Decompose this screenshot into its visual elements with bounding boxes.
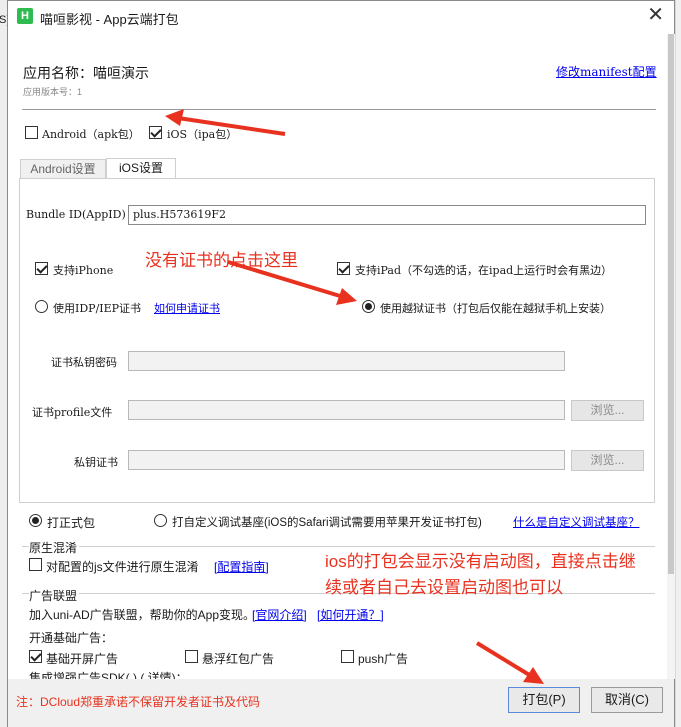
- footer-notice: 注：DCloud郑重承诺不保留开发者证书及代码: [16, 695, 261, 709]
- app-name: 应用名称：喵咺演示: [23, 65, 149, 81]
- bundle-id-label: Bundle ID(AppID): [26, 208, 126, 221]
- browse-private-cert-button[interactable]: 浏览...: [571, 450, 644, 471]
- support-ipad-checkbox[interactable]: [337, 262, 350, 275]
- arrow-to-pack-button: [475, 641, 544, 684]
- browse-profile-button[interactable]: 浏览...: [571, 400, 644, 421]
- ads-how-link[interactable]: [如何开通？]: [317, 608, 384, 622]
- splash-ad-label: 基础开屏广告: [46, 652, 119, 666]
- arrow-to-ios-checkbox: [165, 109, 286, 136]
- arrow-to-jailbreak-radio: [227, 260, 357, 305]
- ads-official-link[interactable]: [官网介绍]: [252, 608, 307, 622]
- annotation-ios-note-2: 续或者自己去设置启动图也可以: [325, 578, 563, 597]
- floating-ad-label: 悬浮红包广告: [202, 652, 275, 666]
- use-idp-radio[interactable]: [35, 300, 48, 313]
- tab-ios-settings[interactable]: iOS设置: [106, 158, 176, 179]
- app-version: 应用版本号：1: [23, 87, 83, 97]
- custom-debug-label: 打自定义调试基座(iOS的Safari调试需要用苹果开发证书打包): [172, 517, 482, 529]
- custom-debug-radio[interactable]: [154, 514, 167, 527]
- android-label: Android（apk包）: [42, 128, 140, 141]
- private-cert-label: 私钥证书: [74, 456, 118, 469]
- obfuscation-title: 原生混淆: [29, 539, 80, 556]
- annotation-ios-note-1: ios的打包会显示没有启动图，直接点击继: [325, 552, 636, 571]
- private-cert-input[interactable]: [128, 450, 565, 470]
- cert-profile-input[interactable]: [128, 400, 565, 420]
- use-idp-label: 使用IDP/IEP证书: [53, 302, 142, 315]
- obfuscation-group: [22, 546, 655, 578]
- ads-title: 广告联盟: [29, 587, 80, 604]
- floating-ad-checkbox[interactable]: [185, 650, 198, 663]
- scrollbar-thumb[interactable]: [668, 34, 674, 574]
- use-jailbreak-label: 使用越狱证书（打包后仅能在越狱手机上安装）: [380, 302, 611, 315]
- obfuscation-label: 对配置的js文件进行原生混淆: [46, 560, 199, 574]
- apply-cert-link[interactable]: 如何申请证书: [154, 302, 220, 315]
- splash-ad-checkbox[interactable]: [29, 650, 42, 663]
- annotation-no-cert: 没有证书的点击这里: [145, 251, 298, 270]
- formal-package-radio[interactable]: [29, 514, 42, 527]
- ios-label: iOS（ipa包）: [167, 128, 238, 141]
- ads-group: [22, 593, 655, 683]
- window-title: 喵咺影视 - App云端打包: [40, 12, 179, 27]
- support-iphone-label: 支持iPhone: [53, 264, 114, 277]
- cert-profile-label: 证书profile文件: [32, 406, 113, 419]
- android-checkbox[interactable]: [25, 126, 38, 139]
- ads-sdk-clip: 集成增强广告SDK( ) ( 详情)：: [22, 667, 662, 679]
- formal-package-label: 打正式包: [47, 516, 96, 530]
- background-edge-right: [676, 0, 681, 727]
- cancel-button[interactable]: 取消(C): [591, 687, 663, 713]
- background-edge-left: S): [0, 0, 10, 727]
- obfuscation-checkbox[interactable]: [29, 558, 42, 571]
- support-iphone-checkbox[interactable]: [35, 262, 48, 275]
- modify-manifest-link[interactable]: 修改manifest配置: [556, 65, 657, 79]
- close-icon[interactable]: ✕: [647, 4, 664, 26]
- custom-debug-help-link[interactable]: 什么是自定义调试基座？: [513, 517, 640, 529]
- obfuscation-guide-link[interactable]: [配置指南]: [214, 560, 269, 574]
- push-ad-checkbox[interactable]: [341, 650, 354, 663]
- ios-settings-panel: [19, 178, 655, 503]
- cert-password-input[interactable]: [128, 351, 565, 371]
- use-jailbreak-radio[interactable]: [362, 300, 375, 313]
- pack-dialog: H 喵咺影视 - App云端打包 ✕ 应用名称：喵咺演示 应用版本号：1 修改m…: [7, 0, 675, 727]
- hbuilder-logo-icon: H: [17, 8, 33, 24]
- ios-checkbox[interactable]: [149, 126, 162, 139]
- ads-basic-title: 开通基础广告：: [29, 631, 114, 645]
- bundle-id-input[interactable]: plus.H573619F2: [128, 205, 646, 225]
- header-divider: [22, 109, 656, 110]
- cert-password-label: 证书私钥密码: [51, 356, 117, 369]
- background-edge-text: S): [0, 14, 10, 26]
- ads-intro: 加入uni-AD广告联盟，帮助你的App变现。: [29, 608, 256, 622]
- ads-sdk-label: 集成增强广告SDK( ) ( 详情)：: [29, 671, 188, 679]
- title-bar: H 喵咺影视 - App云端打包 ✕: [8, 1, 674, 32]
- support-ipad-label: 支持iPad（不勾选的话，在ipad上运行时会有黑边）: [355, 264, 613, 277]
- vertical-scrollbar[interactable]: [667, 34, 675, 679]
- tab-android-settings[interactable]: Android设置: [20, 159, 106, 179]
- push-ad-label: push广告: [358, 652, 409, 666]
- pack-button[interactable]: 打包(P): [508, 687, 580, 713]
